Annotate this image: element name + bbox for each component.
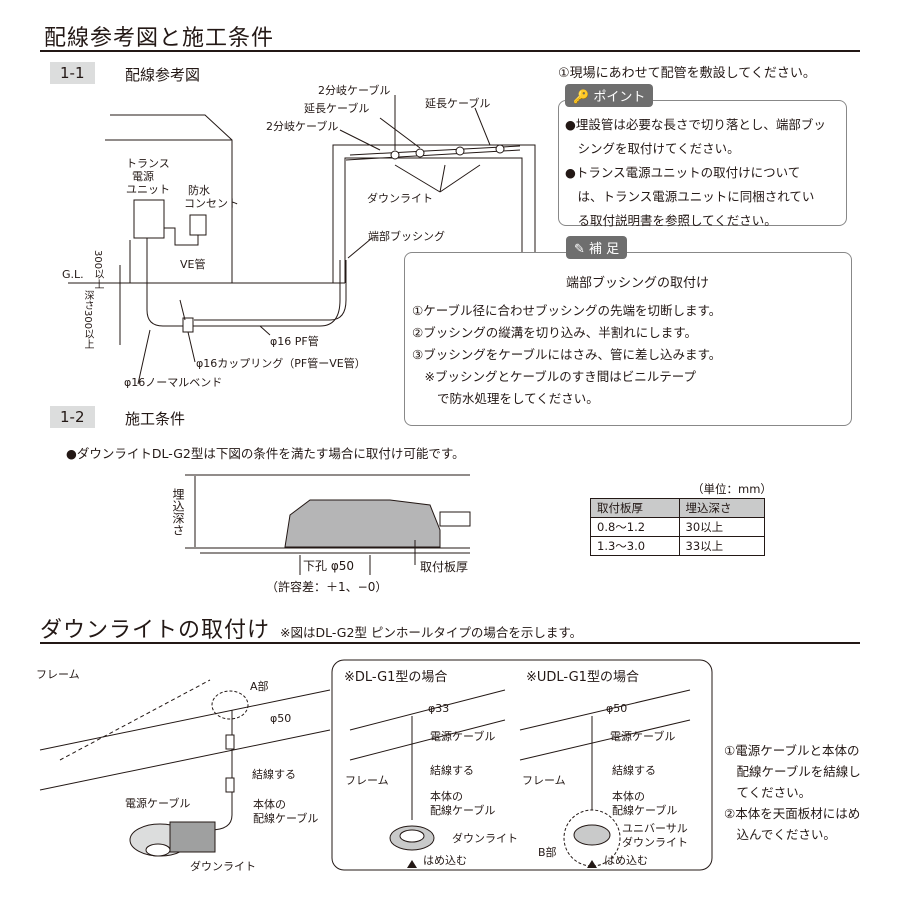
ug1-cable: 電源ケーブル bbox=[610, 730, 676, 743]
label-bend: φ16ノーマルベンド bbox=[124, 376, 223, 389]
label-trans: トランス電源ユニット bbox=[126, 157, 170, 196]
point-tag: 🔑 ポイント bbox=[565, 84, 654, 107]
ug1-body: 本体の配線ケーブル bbox=[612, 790, 678, 817]
label-above: 300以上 bbox=[92, 250, 103, 290]
table-cell: 1.3〜3.0 bbox=[590, 536, 680, 556]
g1-kessen: 結線する bbox=[430, 764, 474, 777]
condition-plate-label: 取付板厚 bbox=[420, 560, 469, 574]
point-list: ●埋設管は必要な長さで切り落とし、端部ブッ シングを取付けてください。 ●トラン… bbox=[565, 117, 826, 228]
label-ve: VE管 bbox=[180, 258, 206, 271]
g1-body: 本体の配線ケーブル bbox=[430, 790, 496, 817]
install-cable-label: 電源ケーブル bbox=[125, 797, 191, 810]
label-bunki-2: 2分岐ケーブル bbox=[266, 120, 339, 133]
title-rule bbox=[40, 50, 860, 52]
ug1-frame: フレーム bbox=[522, 774, 566, 787]
table-cell: 33以上 bbox=[678, 536, 765, 556]
install-a-label: A部 bbox=[250, 680, 269, 693]
section-1-2-number: 1-2 bbox=[50, 406, 95, 428]
table-row: 1.3〜3.0 33以上 bbox=[590, 536, 765, 556]
g1-downlight: ダウンライト bbox=[452, 832, 518, 845]
table-header-row: 取付板厚 埋込深さ bbox=[590, 498, 765, 518]
condition-depth-label: 埋込深さ bbox=[171, 488, 185, 536]
section-1-2-title: 施工条件 bbox=[125, 410, 186, 428]
install-phi-label: φ50 bbox=[270, 712, 292, 725]
label-encho-2: 延長ケーブル bbox=[425, 97, 491, 110]
ug1-kessen: 結線する bbox=[612, 764, 656, 777]
condition-hole-label: 下孔 φ50 bbox=[303, 559, 355, 573]
label-coupling: φ16カップリング（PF管ーVE管） bbox=[196, 357, 366, 370]
g1-push: はめ込む bbox=[423, 854, 467, 867]
ug1-b-label: B部 bbox=[538, 846, 557, 859]
install-title: ダウンライトの取付け bbox=[40, 618, 271, 643]
point-box bbox=[558, 100, 847, 226]
label-gl: G.L. bbox=[62, 268, 84, 281]
install-body-label: 本体の配線ケーブル bbox=[253, 798, 319, 825]
table-row: 0.8〜1.2 30以上 bbox=[590, 517, 765, 537]
label-bushing: 端部ブッシング bbox=[368, 230, 445, 243]
g1-frame: フレーム bbox=[345, 774, 389, 787]
page-title: 配線参考図と施工条件 bbox=[44, 26, 275, 51]
supplement-box bbox=[404, 252, 852, 426]
install-downlight-label: ダウンライト bbox=[190, 860, 256, 873]
label-depth: 深さ300以上 bbox=[82, 290, 93, 350]
condition-table: 取付板厚 埋込深さ 0.8〜1.2 30以上 1.3〜3.0 33以上 bbox=[590, 498, 765, 556]
condition-text: ●ダウンライトDL-G2型は下図の条件を満たす場合に取付け可能です。 bbox=[66, 446, 465, 461]
install-frame-label: フレーム bbox=[36, 668, 80, 681]
ug1-phi: φ50 bbox=[606, 702, 628, 715]
install-kessen-label: 結線する bbox=[252, 768, 296, 781]
table-header: 取付板厚 bbox=[590, 498, 680, 518]
g1-phi: φ33 bbox=[428, 702, 450, 715]
label-consent: 防水コンセント bbox=[184, 184, 239, 210]
install-rule bbox=[40, 642, 860, 644]
ug1-universal: ユニバーサルダウンライト bbox=[622, 822, 688, 849]
g1-cable: 電源ケーブル bbox=[430, 730, 496, 743]
condition-tolerance: （許容差：＋1、−0） bbox=[266, 580, 388, 594]
label-pf: φ16 PF管 bbox=[270, 335, 319, 348]
label-downlight: ダウンライト bbox=[367, 192, 433, 205]
label-bunki-1: 2分岐ケーブル bbox=[318, 84, 391, 97]
table-header: 埋込深さ bbox=[678, 498, 765, 518]
supplement-list: ①ケーブル径に合わせブッシングの先端を切断します。 ②ブッシングの縦溝を切り込み… bbox=[412, 303, 722, 406]
install-subtitle: ※図はDL-G2型 ピンホールタイプの場合を示します。 bbox=[280, 625, 583, 640]
supplement-tag: ✎ 補 足 bbox=[566, 236, 628, 259]
supplement-title: 端部ブッシングの取付け bbox=[566, 276, 710, 291]
install-steps: ①電源ケーブルと本体の 配線ケーブルを結線し てください。 ②本体を天面板材には… bbox=[724, 743, 861, 842]
section-1-1-number: 1-1 bbox=[50, 62, 95, 84]
section-1-1-title: 配線参考図 bbox=[125, 66, 201, 84]
ug1-push: はめ込む bbox=[604, 854, 648, 867]
ug1-title: ※UDL-G1型の場合 bbox=[526, 670, 639, 685]
label-encho-1: 延長ケーブル bbox=[304, 102, 370, 115]
table-unit: （単位：mm） bbox=[692, 482, 772, 496]
g1-title: ※DL-G1型の場合 bbox=[344, 670, 448, 685]
note-top: ①現場にあわせて配管を敷設してください。 bbox=[558, 66, 816, 81]
